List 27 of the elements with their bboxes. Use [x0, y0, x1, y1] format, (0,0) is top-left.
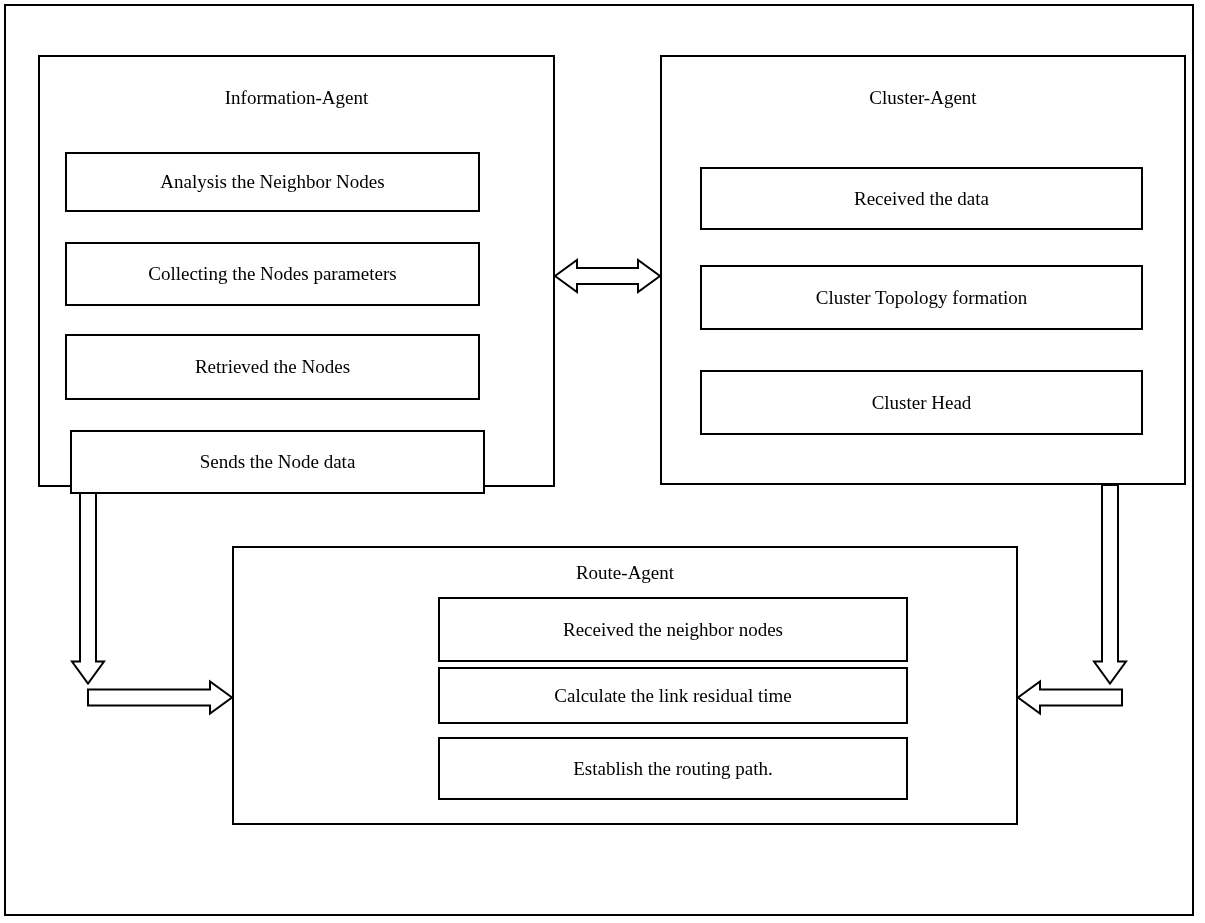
step-label: Received the neighbor nodes	[563, 618, 783, 641]
step-label: Calculate the link residual time	[554, 684, 792, 707]
process-box	[65, 242, 480, 306]
process-box	[65, 152, 480, 212]
process-box	[438, 597, 908, 662]
step-label: Received the data	[853, 187, 989, 210]
step-label: Establish the routing path.	[573, 757, 773, 780]
step-label: Cluster Topology formation	[815, 286, 1028, 309]
process-box	[700, 265, 1143, 330]
process-box	[700, 167, 1143, 230]
panel-title: Route-Agent	[574, 562, 676, 584]
panel-title: Information-Agent	[223, 87, 370, 109]
hollow-arrow	[553, 258, 662, 294]
agent-panel	[232, 546, 1018, 825]
step-label: Retrieved the Nodes	[194, 356, 351, 378]
step-label: Analysis the Neighbor Nodes	[160, 171, 385, 193]
process-box	[438, 737, 908, 800]
process-box	[65, 334, 480, 400]
step-label: Collecting the Nodes parameters	[148, 263, 397, 285]
process-box	[70, 430, 485, 494]
hollow-arrow	[1016, 484, 1128, 716]
panel-title: Cluster-Agent	[868, 87, 978, 109]
process-box	[700, 370, 1143, 435]
agent-panel	[660, 55, 1186, 485]
process-box	[438, 667, 908, 724]
step-label: Cluster Head	[871, 391, 972, 414]
step-label: Sends the Node data	[199, 451, 356, 473]
